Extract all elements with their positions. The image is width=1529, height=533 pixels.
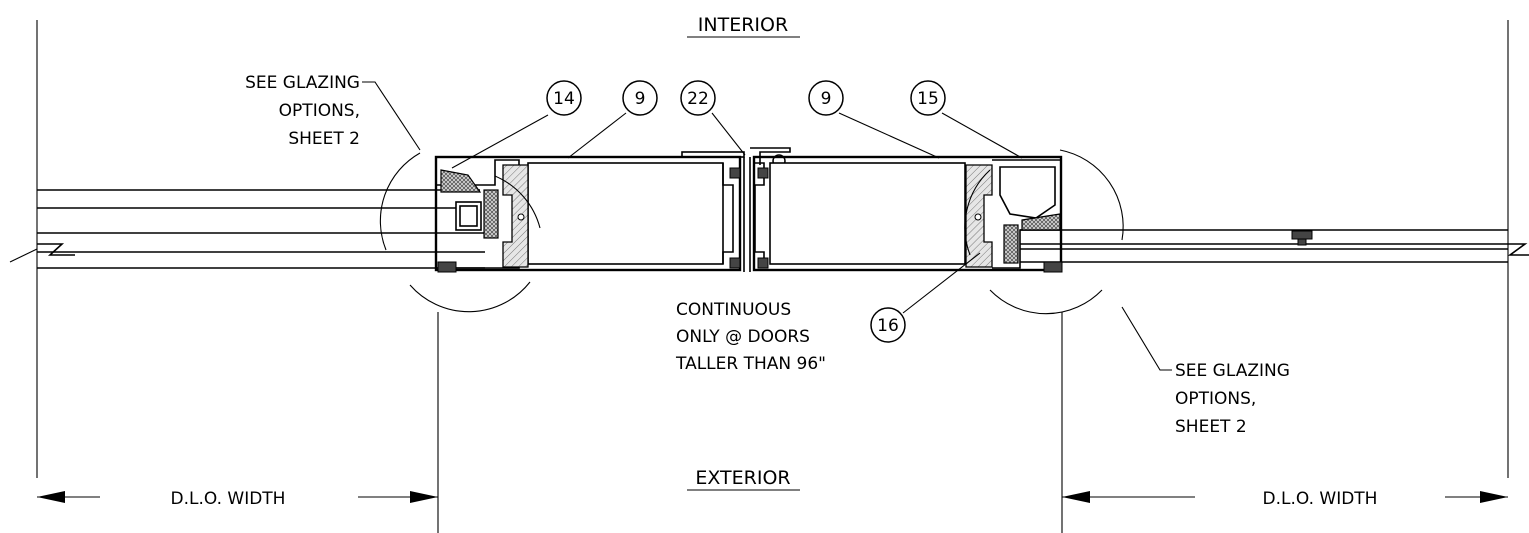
callout-14: 14 [451,80,582,169]
glazing-note-left: SEE GLAZING OPTIONS, SHEET 2 [245,73,421,151]
svg-text:9: 9 [635,89,646,109]
svg-text:16: 16 [877,316,899,336]
svg-text:SHEET 2: SHEET 2 [288,129,360,149]
left-glass [9,189,485,269]
svg-text:SEE GLAZING: SEE GLAZING [1175,361,1290,381]
callout-15: 15 [910,80,1023,159]
dim-right-text: D.L.O. WIDTH [1263,489,1378,509]
svg-text:15: 15 [917,89,939,109]
exterior-text: EXTERIOR [695,467,790,489]
svg-text:ONLY @ DOORS: ONLY @ DOORS [676,327,810,347]
svg-text:OPTIONS,: OPTIONS, [1175,389,1256,409]
dimension-right: D.L.O. WIDTH [1062,489,1508,509]
svg-text:OPTIONS,: OPTIONS, [279,101,360,121]
svg-text:CONTINUOUS: CONTINUOUS [676,300,791,320]
interior-text: INTERIOR [698,14,788,36]
svg-text:SEE GLAZING: SEE GLAZING [245,73,360,93]
svg-text:TALLER THAN 96": TALLER THAN 96" [675,354,826,374]
right-glass [1020,229,1529,263]
dimension-left: D.L.O. WIDTH [37,489,438,509]
callout-16: 16 [870,252,981,343]
callout-9-right: 9 [808,80,940,159]
interior-label: INTERIOR [687,14,800,38]
glazing-note-right: SEE GLAZING OPTIONS, SHEET 2 [1121,306,1290,437]
svg-text:22: 22 [687,89,709,109]
callout-22: 22 [680,80,746,156]
svg-text:9: 9 [821,89,832,109]
dim-left-text: D.L.O. WIDTH [171,489,286,509]
svg-text:SHEET 2: SHEET 2 [1175,417,1247,437]
exterior-label: EXTERIOR [687,467,800,491]
frame-edges [36,20,1509,533]
callout-9-left: 9 [567,80,658,159]
left-stile [434,155,742,273]
svg-text:14: 14 [553,89,575,109]
right-stile [752,155,1063,273]
detail-circles [379,149,1124,315]
continuous-note: CONTINUOUS ONLY @ DOORS TALLER THAN 96" [675,300,826,374]
